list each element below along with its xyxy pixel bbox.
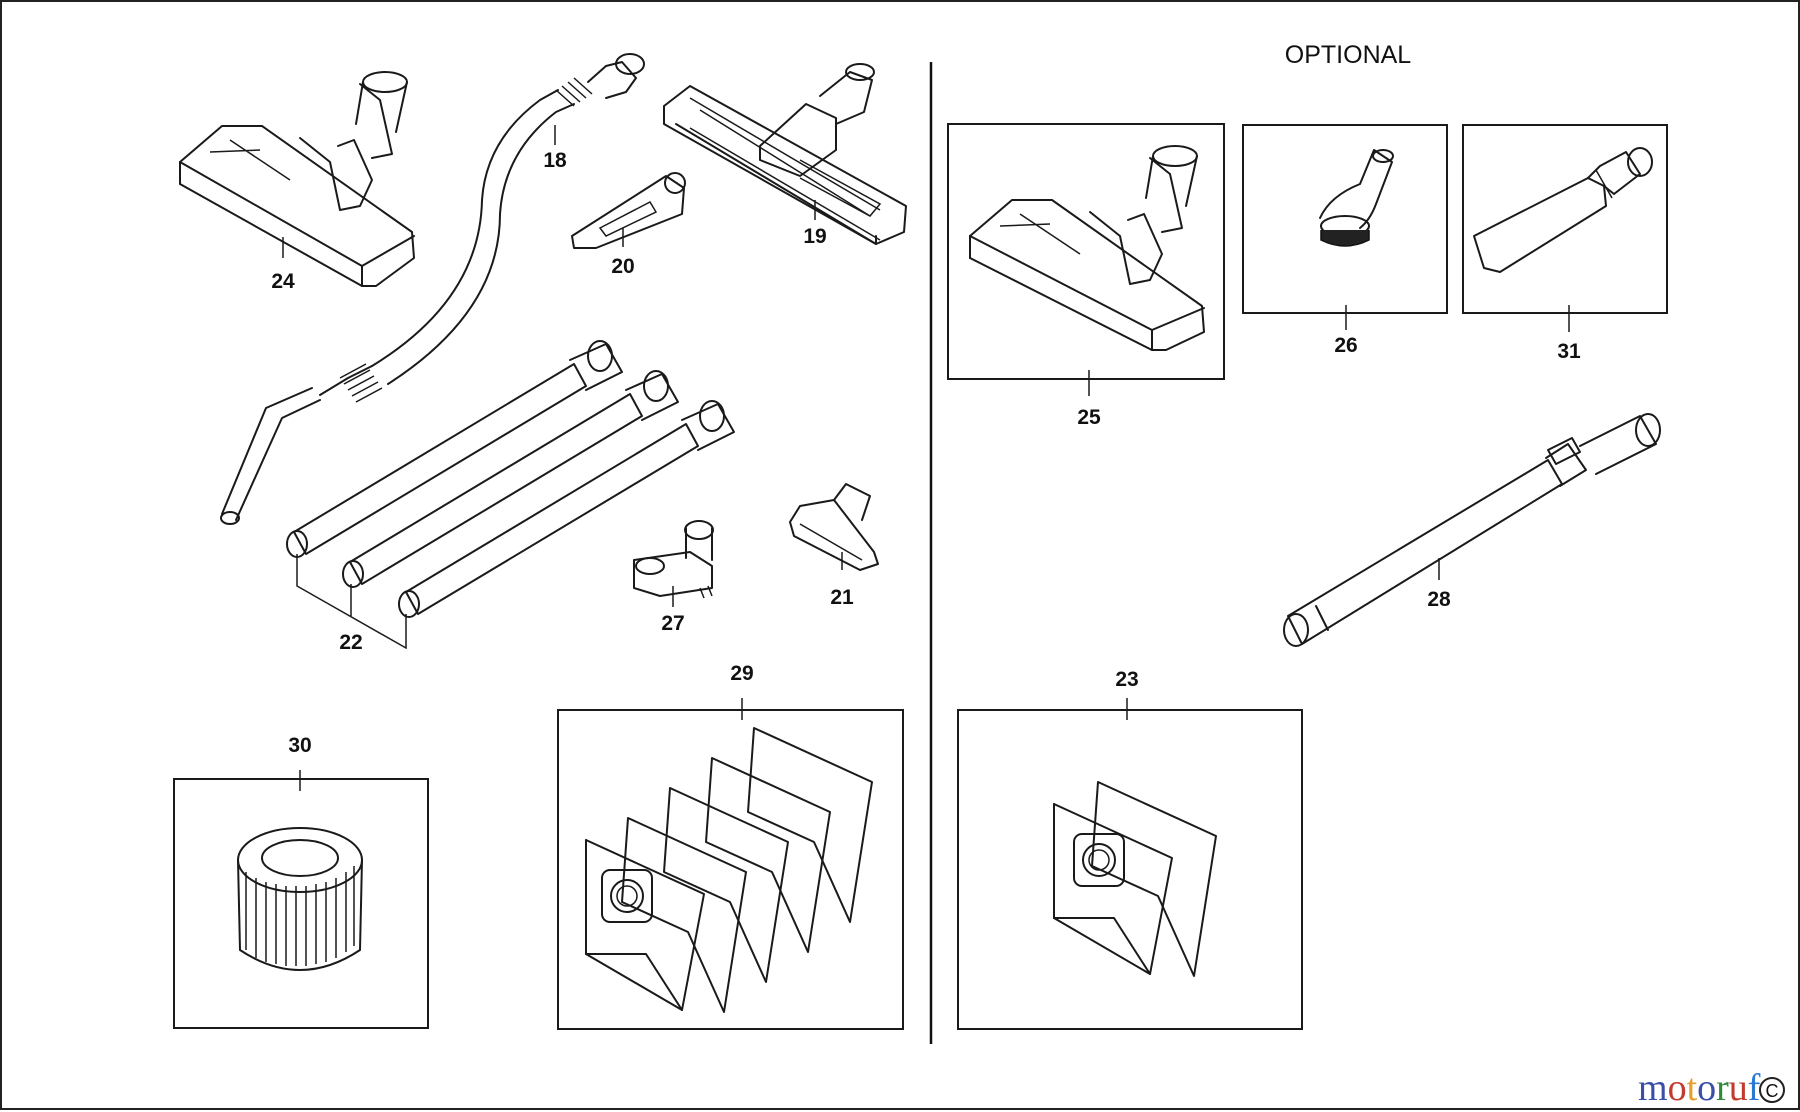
part-label-25: 25 [1077,406,1101,429]
part-label-30: 30 [288,734,311,757]
svg-text:motoruf: motoruf [1638,1067,1761,1109]
part-box-31 [1462,124,1668,314]
part-box-29 [557,709,904,1030]
floor-nozzle-25-icon [969,145,1205,351]
dusting-brush-26-icon [1319,149,1394,247]
part-label-21: 21 [830,586,854,609]
part-box-30 [173,778,429,1029]
hose-18-icon [220,53,645,525]
part-label-26: 26 [1334,334,1357,357]
part-label-20: 20 [611,255,634,278]
part-label-31: 31 [1557,340,1581,363]
part-label-19: 19 [803,225,826,248]
wide-floor-nozzle-19-icon [663,63,907,245]
telescopic-tube-28-icon [1283,413,1661,647]
optional-heading: OPTIONAL [1285,41,1412,69]
cartridge-filter-30-icon [237,827,363,971]
dust-bags-29-icon [585,727,873,1013]
adaptor-27-icon [633,520,714,599]
dust-bags-23-icon [1053,781,1217,977]
part-label-18: 18 [543,149,567,172]
part-label-27: 27 [661,612,684,635]
part-label-29: 29 [730,662,753,685]
extension-tubes-22-icon [286,340,735,618]
leader-bracket [296,554,407,650]
part-label-22: 22 [339,631,362,654]
part-label-28: 28 [1427,588,1451,611]
watermark-logo: motoruf C [1638,1067,1785,1109]
upholstery-nozzle-21-icon [789,483,879,571]
part-label-24: 24 [271,270,295,293]
part-box-25 [947,123,1225,380]
part-box-23 [957,709,1303,1030]
svg-text:C: C [1766,1081,1779,1101]
part-box-26 [1242,124,1448,314]
floor-nozzle-24-icon [179,71,415,287]
crevice-tool-31-icon [1473,147,1653,273]
crevice-tool-20-icon [571,172,686,249]
part-label-23: 23 [1115,668,1138,691]
